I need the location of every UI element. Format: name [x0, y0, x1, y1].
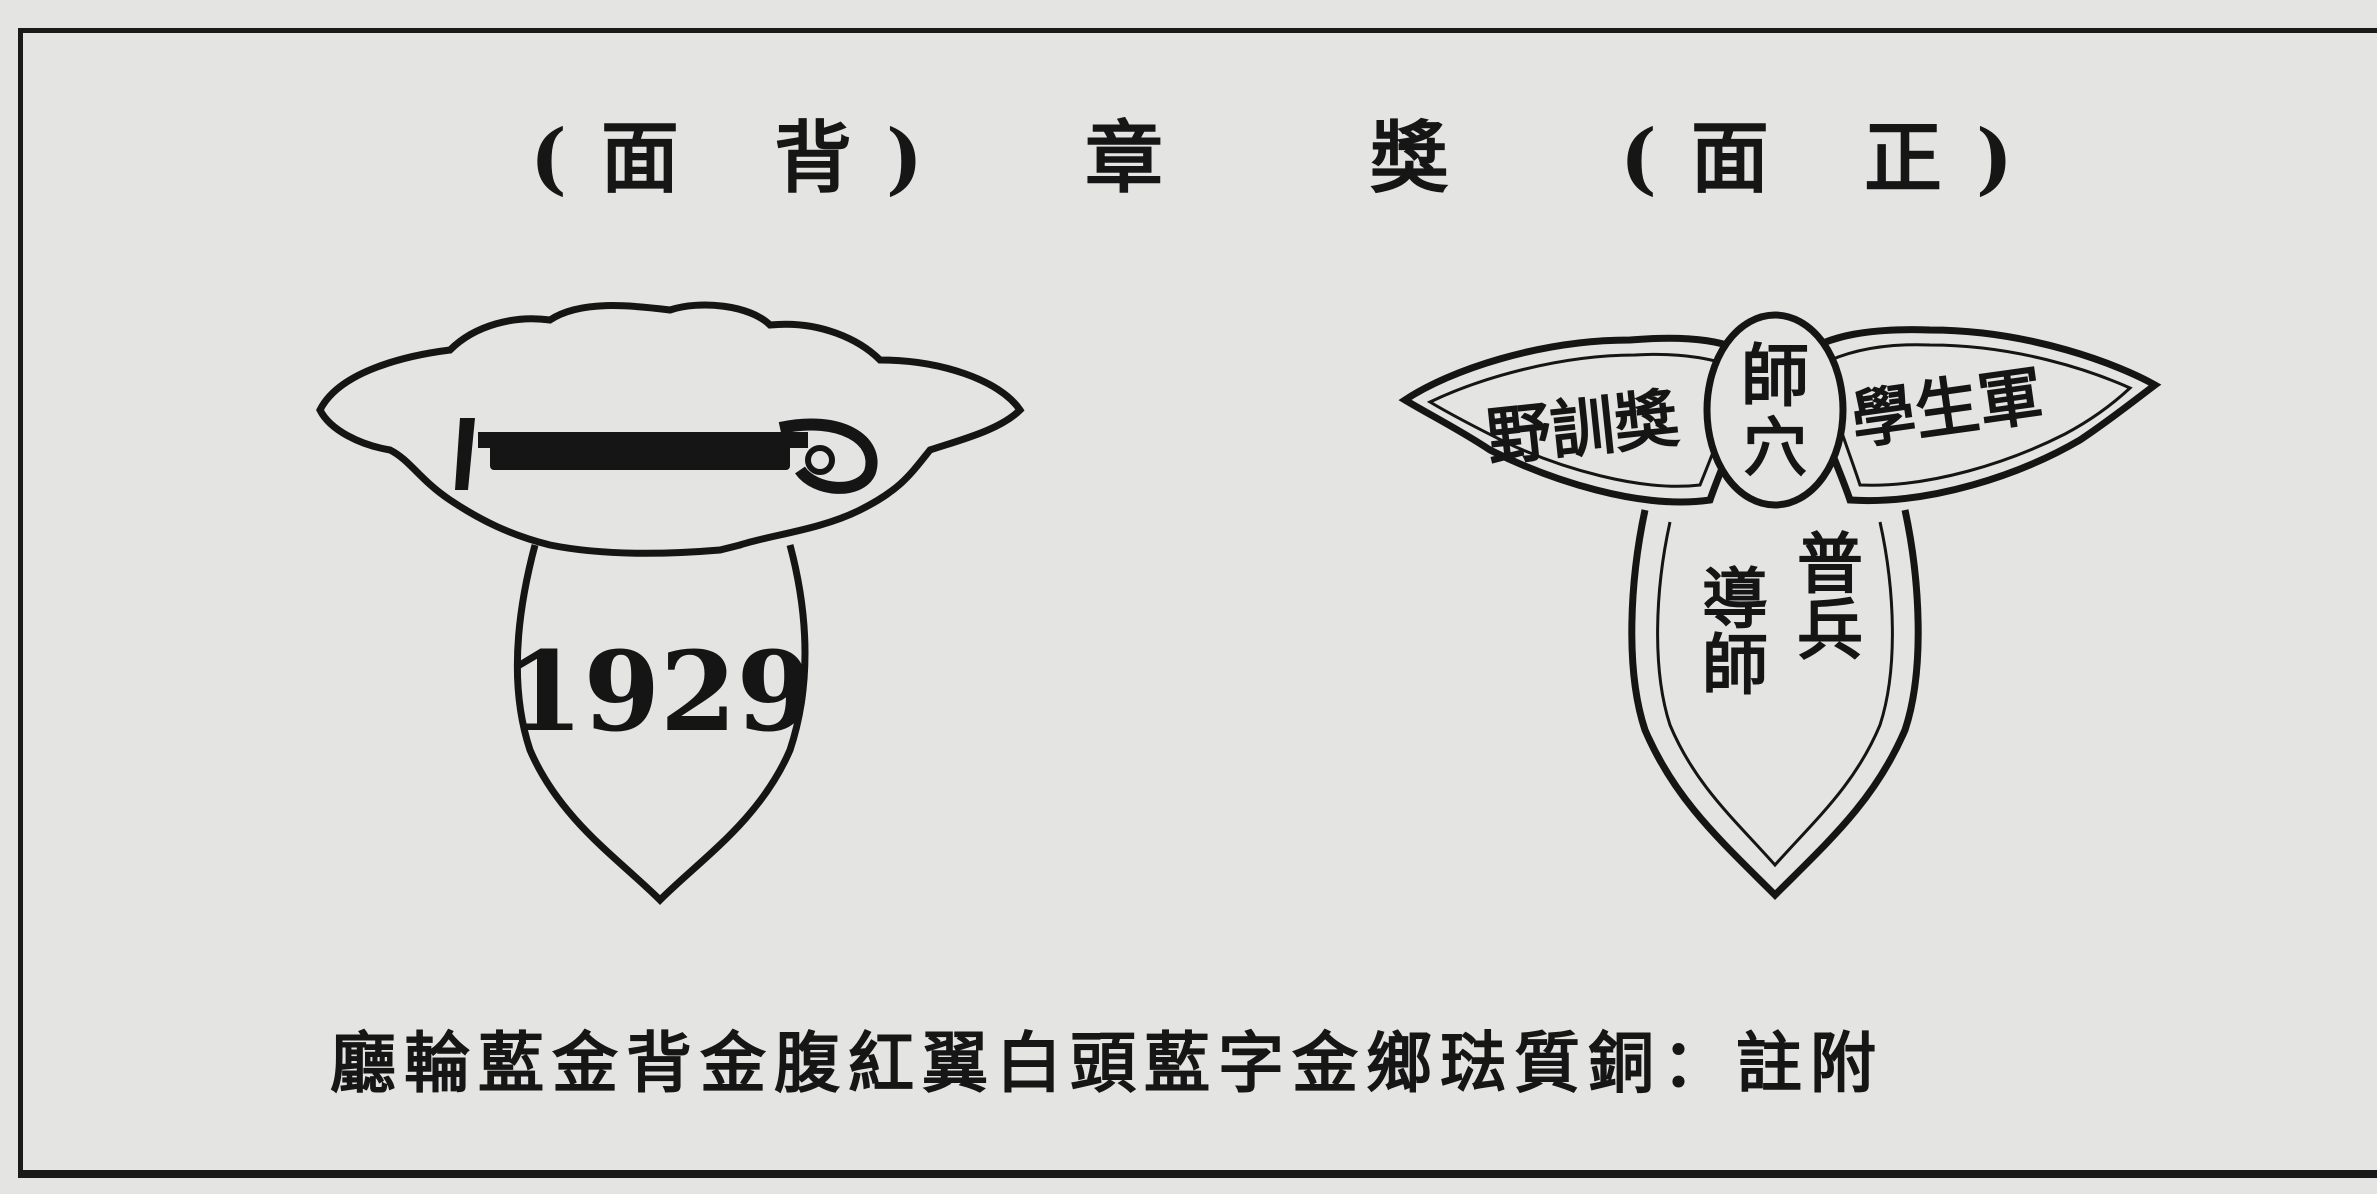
- badge-front-illustration: 野訓獎 師 穴 學生軍 導師 普兵: [1398, 311, 2162, 900]
- caption-back-side: (面 背): [530, 113, 957, 204]
- badge-front-shield-outline: [1628, 509, 1922, 900]
- badge-front-center-top: 師: [1741, 337, 1809, 417]
- caption-title: 章 獎: [1085, 113, 1539, 204]
- badge-back-shield-outline: [513, 544, 809, 905]
- badge-back-year: 1929: [507, 627, 813, 756]
- attached-note: 廳輪藍金背金腹紅翼白頭藍字金鄉琺質銅：註附: [330, 1024, 1884, 1102]
- caption-front-side: (面 正): [1620, 113, 2047, 204]
- badge-front-left-label: 野訓獎: [1483, 381, 1683, 476]
- badge-front-center-oval: [1703, 311, 1847, 509]
- badge-front-center-bottom: 穴: [1743, 411, 1807, 486]
- badge-back-top-outline: [316, 301, 1025, 557]
- badge-front-right-label: 學生軍: [1847, 358, 2048, 459]
- badge-pin-clasp: [455, 418, 878, 494]
- badge-front-bottom-left-col: 導師: [1691, 564, 1769, 696]
- page-border: [18, 28, 2377, 1178]
- badge-back-illustration: 1929: [316, 301, 1025, 905]
- badge-front-bottom-right-col: 普兵: [1786, 529, 1864, 661]
